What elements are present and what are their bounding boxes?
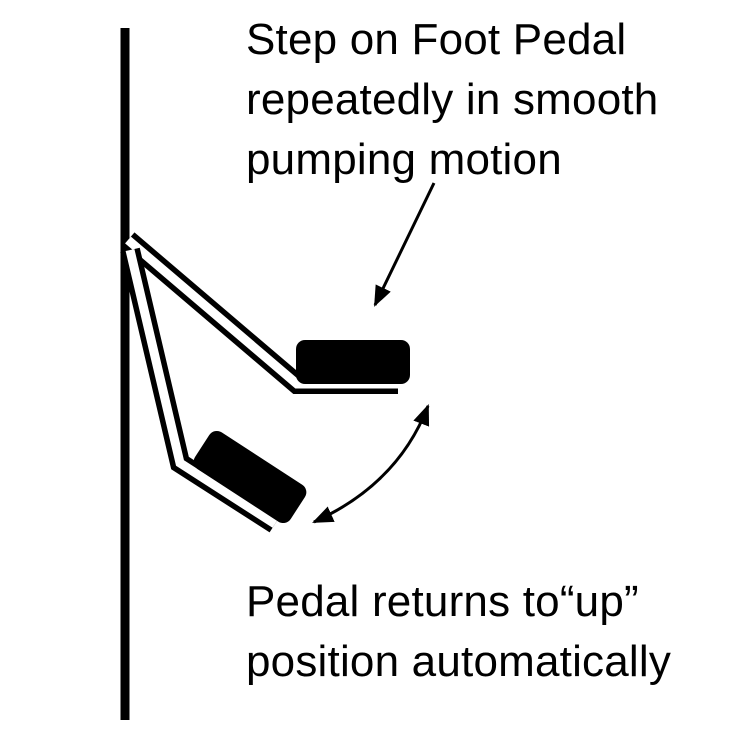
instruction-line-1: Step on Foot Pedal	[246, 15, 627, 64]
instruction-line-3: pumping motion	[246, 135, 562, 184]
pedal-down-foot-pad	[193, 430, 307, 524]
pointer-arrow	[373, 182, 436, 307]
pedal-up-foot-pad	[296, 340, 410, 384]
instruction-caption: Step on Foot Pedal repeatedly in smooth …	[246, 10, 658, 190]
return-note-line-1: Pedal returns to“up”	[246, 577, 639, 626]
pedal-down-arm-fill	[125, 248, 278, 528]
double-headed-curved-arrow	[312, 404, 430, 524]
return-note-line-2: position automatically	[246, 637, 672, 686]
pedal-down-position	[120, 247, 307, 533]
instruction-line-2: repeatedly in smooth	[246, 75, 659, 124]
pedal-up-position	[121, 232, 410, 394]
return-note-caption: Pedal returns to“up” position automatica…	[246, 572, 671, 692]
